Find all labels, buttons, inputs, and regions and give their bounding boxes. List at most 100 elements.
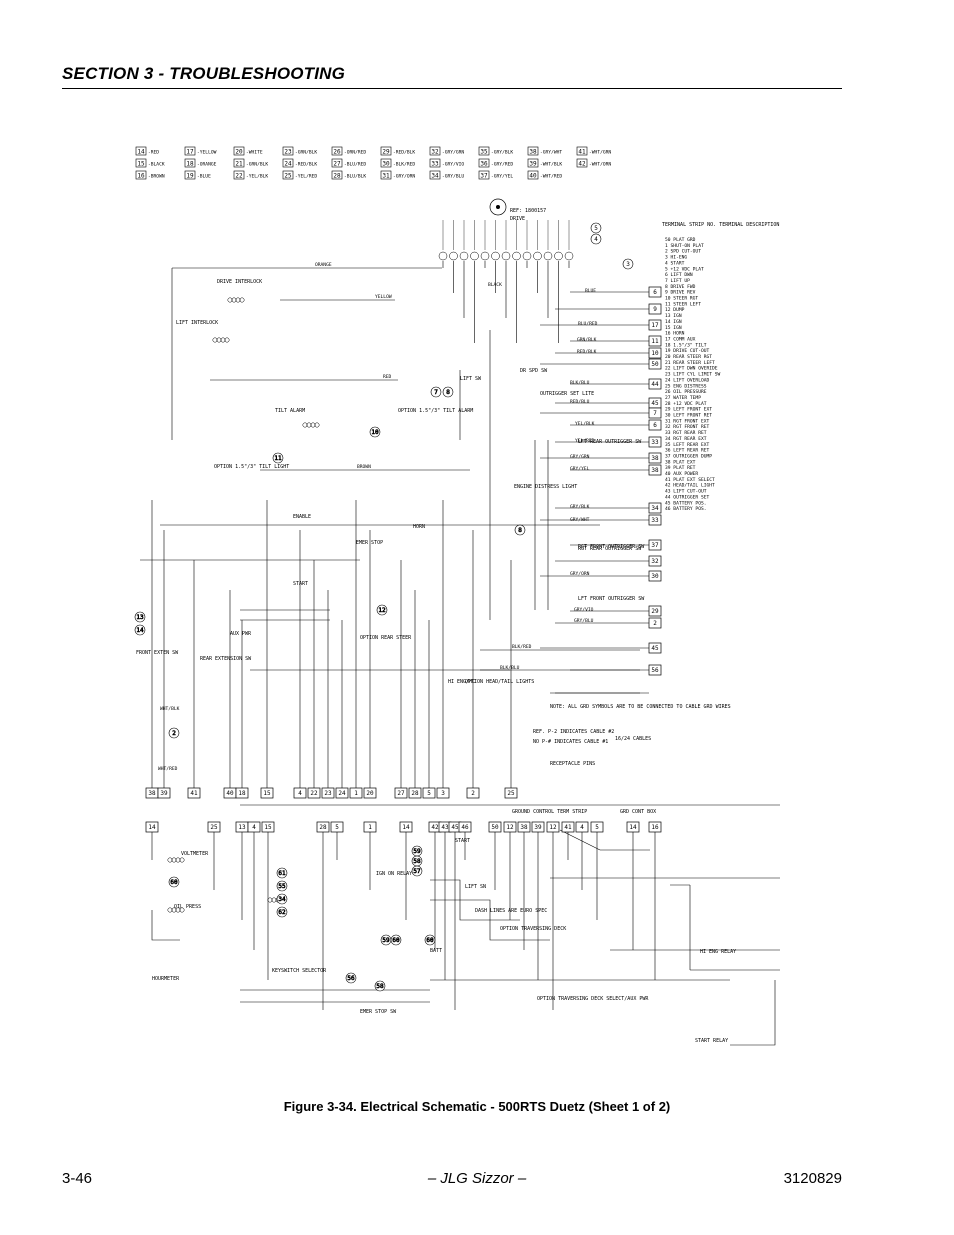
legend-entry: 21-GRN/BLK <box>233 158 268 168</box>
bottom-terminal: 23 <box>321 787 335 799</box>
terminal-description: 5 +12 VDC PLAT <box>665 266 704 272</box>
legend-number: 22 <box>235 173 243 180</box>
svg-text:56: 56 <box>651 667 659 674</box>
component-label: TILT ALARM <box>275 408 305 414</box>
ground-terminal: 16 <box>648 821 662 833</box>
terminal-description: 8 DRIVE FWD <box>665 284 696 290</box>
legend-number: 36 <box>480 161 488 168</box>
legend-number: 14 <box>137 149 145 156</box>
right-terminal: 33 <box>648 436 662 448</box>
right-terminal: 6 <box>648 286 662 298</box>
ground-terminal: 12 <box>546 821 560 833</box>
svg-text:59: 59 <box>413 848 421 855</box>
svg-text:38: 38 <box>148 790 156 797</box>
svg-text:38: 38 <box>520 824 528 831</box>
component-label: FRONT EXTEN SW <box>136 650 179 656</box>
wire-label: GRY/YEL <box>570 466 590 472</box>
legend-entry: 31-GRY/ORN <box>380 170 415 180</box>
legend-number: 28 <box>333 173 341 180</box>
svg-text:44: 44 <box>651 381 659 388</box>
svg-text:7: 7 <box>434 389 438 396</box>
svg-text:42: 42 <box>431 824 439 831</box>
terminal-description: 12 DUMP <box>665 307 685 313</box>
component-label: GRD CONT BOX <box>620 809 656 815</box>
footer-product: – JLG Sizzor – <box>427 1170 527 1187</box>
component-label: LIFT INTERLOCK <box>176 320 218 326</box>
callout: 60 <box>168 876 180 888</box>
terminal-description: 28 +12 VDC PLAT <box>665 401 707 407</box>
legend-number: 26 <box>333 149 341 156</box>
svg-text:13: 13 <box>238 824 246 831</box>
schematic-note: RECEPTACLE PINS <box>550 761 595 767</box>
terminal-description: 17 COMM AUX <box>665 336 696 342</box>
right-terminal: 30 <box>648 570 662 582</box>
legend-color: -YEL/BLK <box>246 174 268 180</box>
callout: 2 <box>168 727 180 739</box>
svg-text:37: 37 <box>651 542 659 549</box>
legend-entry: 29-RED/BLK <box>380 146 415 156</box>
legend-color: -GRN/BLK <box>295 150 317 156</box>
terminal-description: 23 LIFT CYL LIMIT SW <box>665 372 721 378</box>
legend-number: 18 <box>186 161 194 168</box>
bottom-terminal: 3 <box>436 787 450 799</box>
legend-color: -GRY/YEL <box>491 174 513 180</box>
terminal-description: 6 LIFT DWN <box>665 272 693 278</box>
legend-entry: 37-GRY/YEL <box>478 170 513 180</box>
svg-text:38: 38 <box>651 455 659 462</box>
svg-text:57: 57 <box>413 868 421 875</box>
component-label: VOLTMETER <box>181 851 209 857</box>
terminal-description: 24 LIFT OVERLOAD <box>665 377 709 383</box>
callout: 55 <box>276 880 288 892</box>
svg-text:6: 6 <box>653 289 657 296</box>
legend-entry: 33-GRY/VIO <box>429 158 464 168</box>
svg-text:7: 7 <box>653 410 657 417</box>
ground-terminal: 14 <box>399 821 413 833</box>
svg-text:2: 2 <box>653 620 657 627</box>
svg-text:2: 2 <box>172 730 176 737</box>
legend-color: -GRY/ORN <box>393 174 415 180</box>
legend-number: 24 <box>284 161 292 168</box>
terminal-description: 1 SHUT-ON PLAT <box>665 243 704 249</box>
legend-entry: 18-ORANGE <box>184 158 217 168</box>
bottom-terminal: 20 <box>363 787 377 799</box>
wire-label: GRY/VIO <box>574 607 594 613</box>
legend-color: -GRY/VIO <box>442 162 464 168</box>
connector-3: 3 <box>622 258 634 270</box>
terminal-description: 50 PLAT GRD <box>665 237 696 243</box>
legend-entry: 14-RED <box>135 146 159 156</box>
wire-label: GRY/WHT <box>570 517 590 523</box>
legend-color: -WHT/RED <box>540 174 562 180</box>
header-rule <box>62 88 842 89</box>
legend-entry: 22-YEL/BLK <box>233 170 268 180</box>
legend-number: 21 <box>235 161 243 168</box>
svg-text:4: 4 <box>580 824 584 831</box>
schematic-note: REF. P-2 INDICATES CABLE #2 <box>533 729 614 735</box>
legend-number: 33 <box>431 161 439 168</box>
legend-entry: 28-BLU/BLK <box>331 170 366 180</box>
wire-label: BLK/RED <box>512 644 532 650</box>
terminal-strip-title: TERMINAL STRIP NO. TERMINAL DESCRIPTION <box>662 222 779 228</box>
svg-text:45: 45 <box>651 645 659 652</box>
legend-entry: 17-YELLOW <box>184 146 217 156</box>
svg-text:25: 25 <box>210 824 218 831</box>
bottom-terminal: 24 <box>335 787 349 799</box>
component-label: ENGINE DISTRESS LIGHT <box>514 484 577 490</box>
svg-text:29: 29 <box>651 608 659 615</box>
legend-number: 38 <box>529 149 537 156</box>
legend-color: -BLK/RED <box>393 162 415 168</box>
svg-text:8: 8 <box>518 527 522 534</box>
svg-text:5: 5 <box>335 824 339 831</box>
legend-color: -GRN/BLK <box>246 162 268 168</box>
legend-entry: 20-WHITE <box>233 146 263 156</box>
legend-entry: 40-WHT/RED <box>527 170 562 180</box>
component-label: DRIVE INTERLOCK <box>217 279 262 285</box>
wire-label: GRY/BLU <box>574 618 594 624</box>
legend-color: -BLU/BLK <box>344 174 366 180</box>
svg-text:14: 14 <box>402 824 410 831</box>
legend-number: 32 <box>431 149 439 156</box>
terminal-description: 13 IGN <box>665 313 682 319</box>
